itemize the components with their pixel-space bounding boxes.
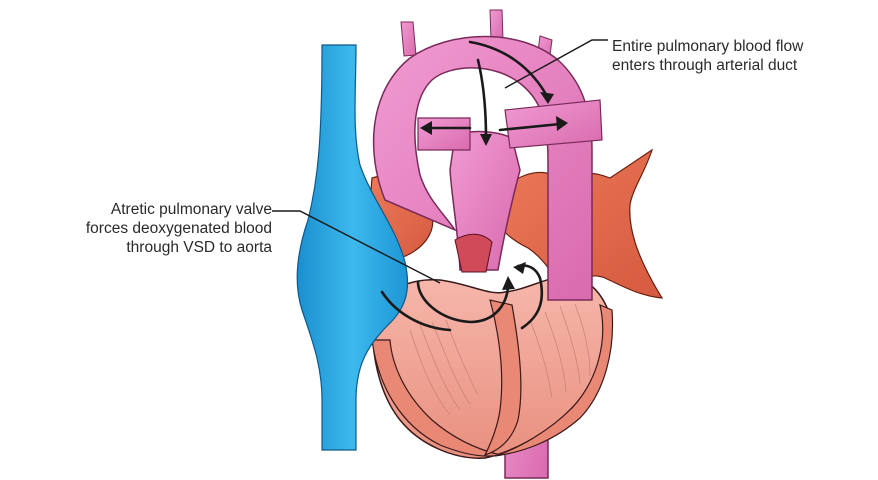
annotation-atretic-valve-line-1: Atretic pulmonary valve [0,200,272,219]
annotation-arterial-duct-line-2: enters through arterial duct [612,56,803,75]
annotation-arterial-duct: Entire pulmonary blood flow enters throu… [612,37,803,75]
annotation-arterial-duct-line-1: Entire pulmonary blood flow [612,37,803,56]
annotation-atretic-valve: Atretic pulmonary valve forces deoxygena… [0,200,272,257]
annotation-atretic-valve-line-3: through VSD to aorta [0,238,272,257]
annotation-atretic-valve-line-2: forces deoxygenated blood [0,219,272,238]
